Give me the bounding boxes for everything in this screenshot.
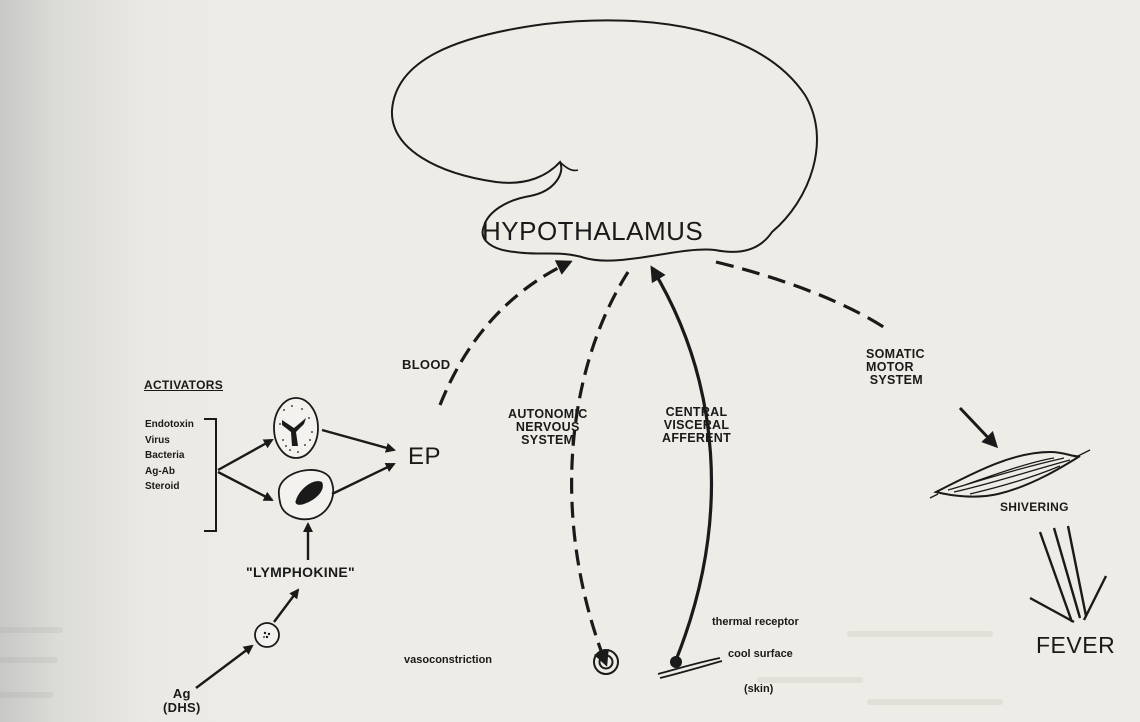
cool-surface-label: cool surface <box>728 649 793 660</box>
fever-label: FEVER <box>1036 634 1115 657</box>
antigen-line-2: (DHS) <box>163 700 201 715</box>
afferent-arrow <box>652 268 711 660</box>
somatic-dashed-line <box>716 262 885 328</box>
activator-item-virus: Virus <box>145 433 194 449</box>
shivering-label: SHIVERING <box>1000 501 1069 513</box>
activator-bracket <box>204 419 216 531</box>
autonomic-label: AUTONOMIC NERVOUS SYSTEM <box>508 408 588 447</box>
hypothalamus-label: HYPOTHALAMUS <box>482 218 703 244</box>
central-afferent-label: CENTRAL VISCERAL AFFERENT <box>662 406 731 445</box>
ep-label: EP <box>408 445 441 469</box>
somatic-arrow <box>960 408 996 446</box>
cell-1-to-ep-arrow <box>322 430 394 450</box>
activator-item-endotoxin: Endotoxin <box>145 417 194 433</box>
antigen-label: Ag(DHS) <box>163 687 201 714</box>
thermal-receptor-label: thermal receptor <box>712 617 799 628</box>
activator-to-cell-2-arrow <box>218 472 272 500</box>
vasoconstriction-label: vasoconstriction <box>404 655 492 666</box>
lymphokine-label: "LYMPHOKINE" <box>246 565 355 579</box>
blood-arrow <box>440 262 570 405</box>
skin-label: (skin) <box>744 684 773 695</box>
somatic-label: SOMATIC MOTOR SYSTEM <box>866 348 925 387</box>
activators-heading: ACTIVATORS <box>144 379 223 391</box>
activator-item-steroid: Steroid <box>145 479 194 495</box>
blood-label: BLOOD <box>402 358 450 371</box>
activator-item-ag-ab: Ag-Ab <box>145 464 194 480</box>
activator-item-bacteria: Bacteria <box>145 448 194 464</box>
activator-to-cell-1-arrow <box>218 440 272 470</box>
activator-list: Endotoxin Virus Bacteria Ag-Ab Steroid <box>145 417 194 495</box>
fever-arrow-3 <box>1068 526 1086 616</box>
cell-2-to-ep-arrow <box>332 464 394 494</box>
brain-stem-curl <box>560 162 578 171</box>
autonomic-arrow <box>572 272 628 664</box>
